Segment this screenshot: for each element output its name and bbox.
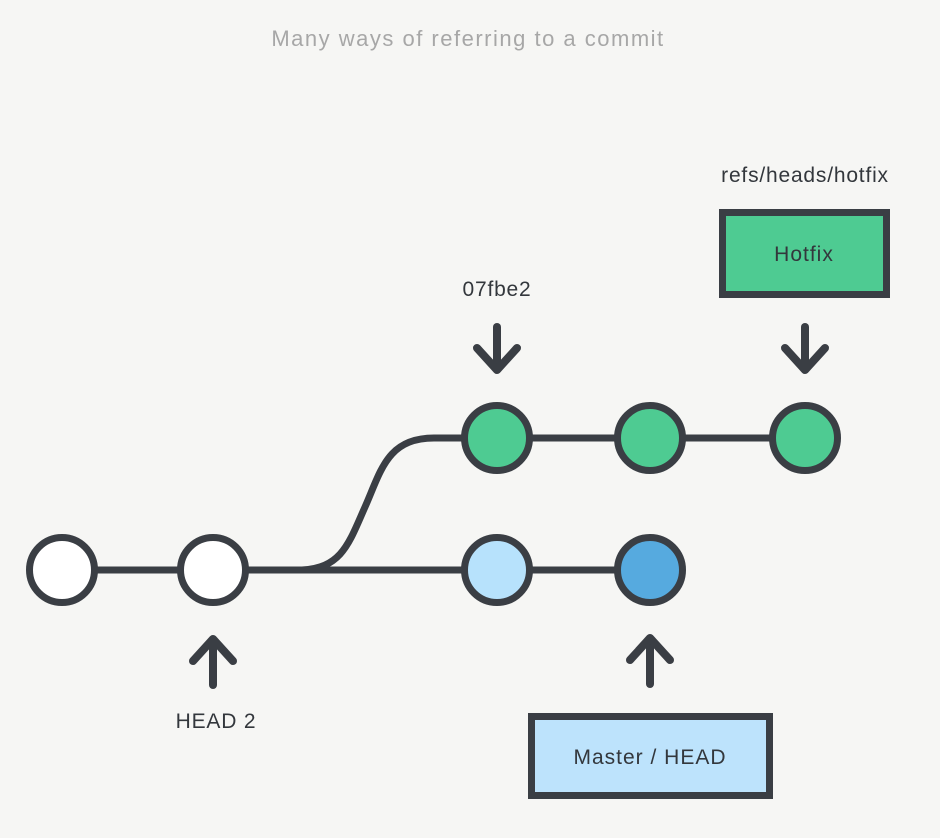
hotfix-branch-box-label: Hotfix	[774, 243, 834, 266]
commit-node-master-2	[177, 534, 249, 606]
commit-node-hotfix-3	[769, 402, 841, 474]
arrow-down-commit-hash-icon	[473, 323, 521, 374]
hotfix-ref-label: refs/heads/hotfix	[721, 164, 889, 187]
commit-node-master-1	[26, 534, 98, 606]
commit-node-hotfix-1	[461, 402, 533, 474]
master-head-box-label: Master / HEAD	[573, 746, 726, 769]
commit-node-master-4	[614, 534, 686, 606]
commit-hash-label: 07fbe2	[462, 278, 531, 301]
head2-label: HEAD 2	[176, 710, 257, 733]
arrow-up-head2-icon	[189, 635, 237, 689]
master-head-box	[528, 713, 773, 799]
commit-node-hotfix-2	[614, 402, 686, 474]
hotfix-branch-line	[213, 434, 805, 574]
hotfix-branch-box	[719, 209, 890, 298]
diagram-title: Many ways of referring to a commit	[271, 26, 664, 51]
arrow-up-master-icon	[626, 634, 674, 688]
arrow-down-hotfix-icon	[781, 323, 829, 374]
commit-node-master-3	[461, 534, 533, 606]
